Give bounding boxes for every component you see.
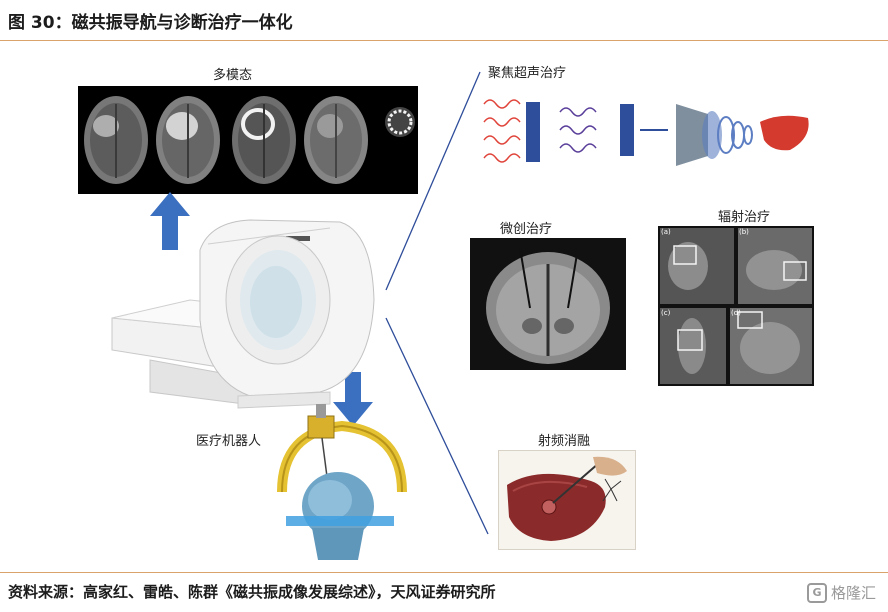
brain-scan-2 <box>156 96 220 184</box>
multimodal-scan-strip <box>78 86 418 194</box>
radio-panel-c: (c) <box>661 309 671 317</box>
radiotherapy-panel: (a) (b) (c) (d) <box>658 226 814 386</box>
radio-panel-a: (a) <box>661 228 671 236</box>
rf-ablation-svg <box>507 456 627 541</box>
brain-scan-3 <box>232 96 296 184</box>
radio-panel-d: (d) <box>731 309 741 317</box>
brain-scan-4 <box>304 96 368 184</box>
tumor-segmentation <box>385 107 415 137</box>
rf-ablation-panel <box>498 450 636 550</box>
label-hifu: 聚焦超声治疗 <box>488 66 567 81</box>
amplifier-block <box>620 104 634 156</box>
figure-source: 资料来源：高家红、雷皓、陈群《磁共振成像发展综述》，天风证券研究所 <box>8 583 496 601</box>
watermark-logo-icon: G <box>806 582 827 603</box>
figure-title: 图 30：磁共振导航与诊断治疗一体化 <box>8 13 293 33</box>
head-model <box>286 472 394 560</box>
label-multimodal: 多模态 <box>213 68 253 83</box>
output-waves-purple <box>559 107 597 153</box>
liver-icon <box>760 115 809 151</box>
minimally-invasive-panel <box>470 238 626 370</box>
input-waves-red <box>483 99 521 163</box>
transducer <box>676 104 753 166</box>
brain-scans-svg <box>84 96 415 184</box>
label-radiotherapy: 辐射治疗 <box>718 210 771 225</box>
arrow-down-icon <box>333 372 373 426</box>
label-rf-ablation: 射频消融 <box>538 434 591 449</box>
watermark-text: 格隆汇 <box>830 584 876 602</box>
arrow-up-icon <box>150 192 190 250</box>
brain-scan-1 <box>84 96 148 184</box>
title-divider <box>0 40 888 41</box>
label-minimally-invasive: 微创治疗 <box>500 222 553 237</box>
label-robot: 医疗机器人 <box>196 434 262 449</box>
watermark: G 格隆汇 <box>806 582 876 603</box>
radiotherapy-svg <box>660 228 812 384</box>
coronal-brain-svg <box>486 247 610 364</box>
radio-panel-b: (b) <box>739 228 749 236</box>
stereotactic-frame <box>277 404 407 501</box>
phase-module-block <box>526 102 540 162</box>
footer-divider <box>0 572 888 573</box>
